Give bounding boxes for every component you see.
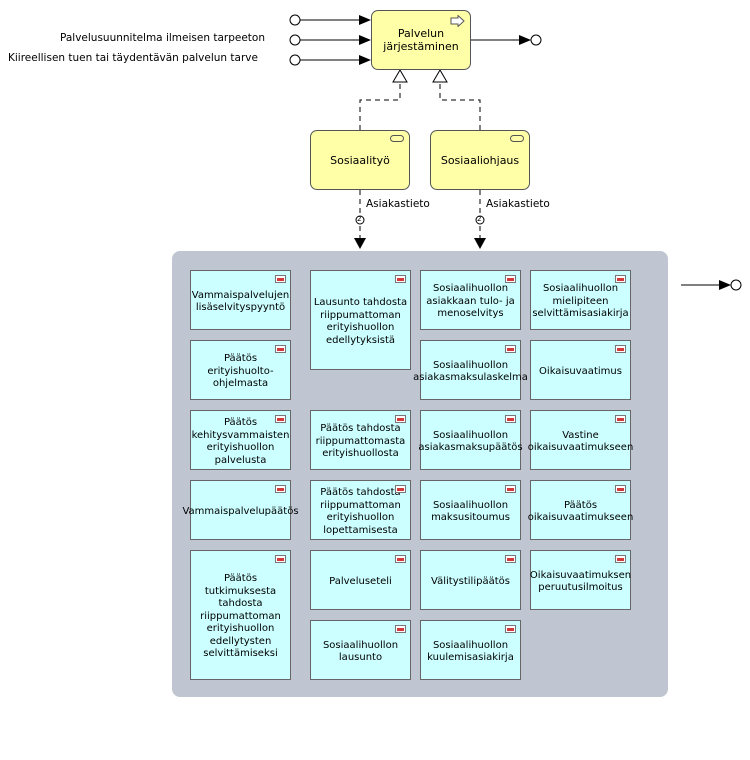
document-icon: [615, 345, 626, 353]
document-icon: [505, 485, 516, 493]
document-label: Päätös erityishuolto-ohjelmasta: [207, 353, 274, 390]
function-sosiaalityo[interactable]: Sosiaalityö: [310, 130, 410, 190]
document-item[interactable]: Sosiaalihuollon asiakasmaksulaskelma: [413, 340, 528, 400]
function-label: Sosiaalityö: [330, 153, 390, 167]
document-item[interactable]: Päätös oikaisuvaatimukseen: [527, 480, 634, 540]
function-label: Sosiaaliohjaus: [440, 153, 520, 167]
document-label: Oikaisuvaatimus: [539, 365, 622, 377]
document-item[interactable]: Päätös erityishuolto-ohjelmasta: [190, 340, 291, 400]
document-label: Sosiaalihuollon maksusitoumus: [431, 499, 510, 524]
document-item[interactable]: Lausunto tahdosta riippumattoman erityis…: [310, 270, 411, 370]
document-item[interactable]: Päätös tutkimuksesta tahdosta riippumatt…: [190, 550, 291, 680]
function-icon: [390, 135, 404, 142]
document-item[interactable]: Sosiaalihuollon mielipiteen selvittämisa…: [530, 270, 631, 330]
document-item[interactable]: Välitystilipäätös: [420, 550, 521, 610]
document-icon: [505, 345, 516, 353]
document-label: Palveluseteli: [329, 575, 392, 587]
document-label: Lausunto tahdosta riippumattoman erityis…: [313, 297, 408, 346]
document-item[interactable]: Oikaisuvaatimus: [530, 340, 631, 400]
flow-badge-2: 2: [477, 215, 482, 223]
process-label: Palvelun järjestäminen: [383, 27, 459, 53]
document-label: Sosiaalihuollon lausunto: [322, 639, 399, 664]
specialization-links: [359, 69, 481, 130]
document-label: Päätös kehitysvammaisten erityishuollon …: [191, 417, 290, 466]
document-label: Vammaispalvelupäätös: [182, 505, 299, 517]
process-arrow-icon: [450, 15, 465, 27]
document-icon: [395, 625, 406, 633]
document-item[interactable]: Sosiaalihuollon asiakkaan tulo- ja menos…: [420, 270, 521, 330]
document-icon: [615, 485, 626, 493]
document-label: Sosiaalihuollon mielipiteen selvittämisa…: [532, 283, 629, 320]
document-icon: [395, 275, 406, 283]
flow-badge-1: 2: [357, 215, 362, 223]
document-item[interactable]: Vastine oikaisuvaatimukseen: [527, 410, 634, 470]
document-icon: [275, 275, 286, 283]
document-item[interactable]: Päätös kehitysvammaisten erityishuollon …: [190, 410, 291, 470]
document-label: Päätös oikaisuvaatimukseen: [527, 499, 634, 524]
flow-label-2: Asiakastieto: [486, 198, 550, 210]
information-flows: [354, 190, 486, 249]
document-icon: [505, 275, 516, 283]
group-output-flow: [681, 279, 742, 291]
function-sosiaaliohjaus[interactable]: Sosiaaliohjaus: [430, 130, 530, 190]
document-icon: [275, 485, 286, 493]
document-icon: [505, 555, 516, 563]
document-icon: [615, 555, 626, 563]
output-flow: [471, 34, 542, 46]
document-label: Sosiaalihuollon asiakkaan tulo- ja menos…: [426, 283, 515, 320]
document-item[interactable]: Päätös tahdosta riippumattomasta erityis…: [310, 410, 411, 470]
document-item[interactable]: Sosiaalihuollon asiakasmaksupäätös: [418, 410, 523, 470]
document-item[interactable]: Oikaisuvaatimuksen peruutusilmoitus: [530, 550, 631, 610]
document-label: Sosiaalihuollon asiakasmaksulaskelma: [413, 359, 528, 384]
document-label: Välitystilipäätös: [431, 575, 510, 587]
document-icon: [395, 485, 406, 493]
document-icon: [275, 415, 286, 423]
document-label: Päätös tahdosta riippumattoman erityishu…: [320, 487, 401, 536]
document-icon: [505, 415, 516, 423]
document-label: Vammaispalvelujen lisäselvityspyyntö: [191, 289, 290, 314]
process-palvelun-jarjestaminen[interactable]: Palvelun järjestäminen: [371, 10, 471, 70]
document-icon: [615, 275, 626, 283]
document-icon: [615, 415, 626, 423]
document-label: Oikaisuvaatimuksen peruutusilmoitus: [529, 569, 632, 594]
input-label-2: Kiireellisen tuen tai täydentävän palvel…: [8, 52, 258, 64]
flow-label-1: Asiakastieto: [366, 198, 430, 210]
document-item[interactable]: Vammaispalvelujen lisäselvityspyyntö: [190, 270, 291, 330]
document-item[interactable]: Päätös tahdosta riippumattoman erityishu…: [310, 480, 411, 540]
document-icon: [275, 345, 286, 353]
input-label-1: Palvelusuunnitelma ilmeisen tarpeeton: [60, 32, 265, 44]
document-label: Vastine oikaisuvaatimukseen: [527, 429, 634, 454]
document-label: Sosiaalihuollon asiakasmaksupäätös: [418, 429, 523, 454]
document-item[interactable]: Vammaispalvelupäätös: [182, 480, 299, 540]
input-flows: [289, 14, 371, 66]
document-item[interactable]: Sosiaalihuollon maksusitoumus: [420, 480, 521, 540]
document-icon: [395, 555, 406, 563]
document-icon: [275, 555, 286, 563]
function-icon: [510, 135, 524, 142]
document-item[interactable]: Sosiaalihuollon lausunto: [310, 620, 411, 680]
document-label: Päätös tahdosta riippumattomasta erityis…: [315, 423, 406, 460]
document-item[interactable]: Sosiaalihuollon kuulemisasiakirja: [420, 620, 521, 680]
document-label: Päätös tutkimuksesta tahdosta riippumatt…: [200, 573, 281, 660]
document-icon: [395, 415, 406, 423]
document-icon: [505, 625, 516, 633]
document-label: Sosiaalihuollon kuulemisasiakirja: [427, 639, 514, 664]
document-item[interactable]: Palveluseteli: [310, 550, 411, 610]
